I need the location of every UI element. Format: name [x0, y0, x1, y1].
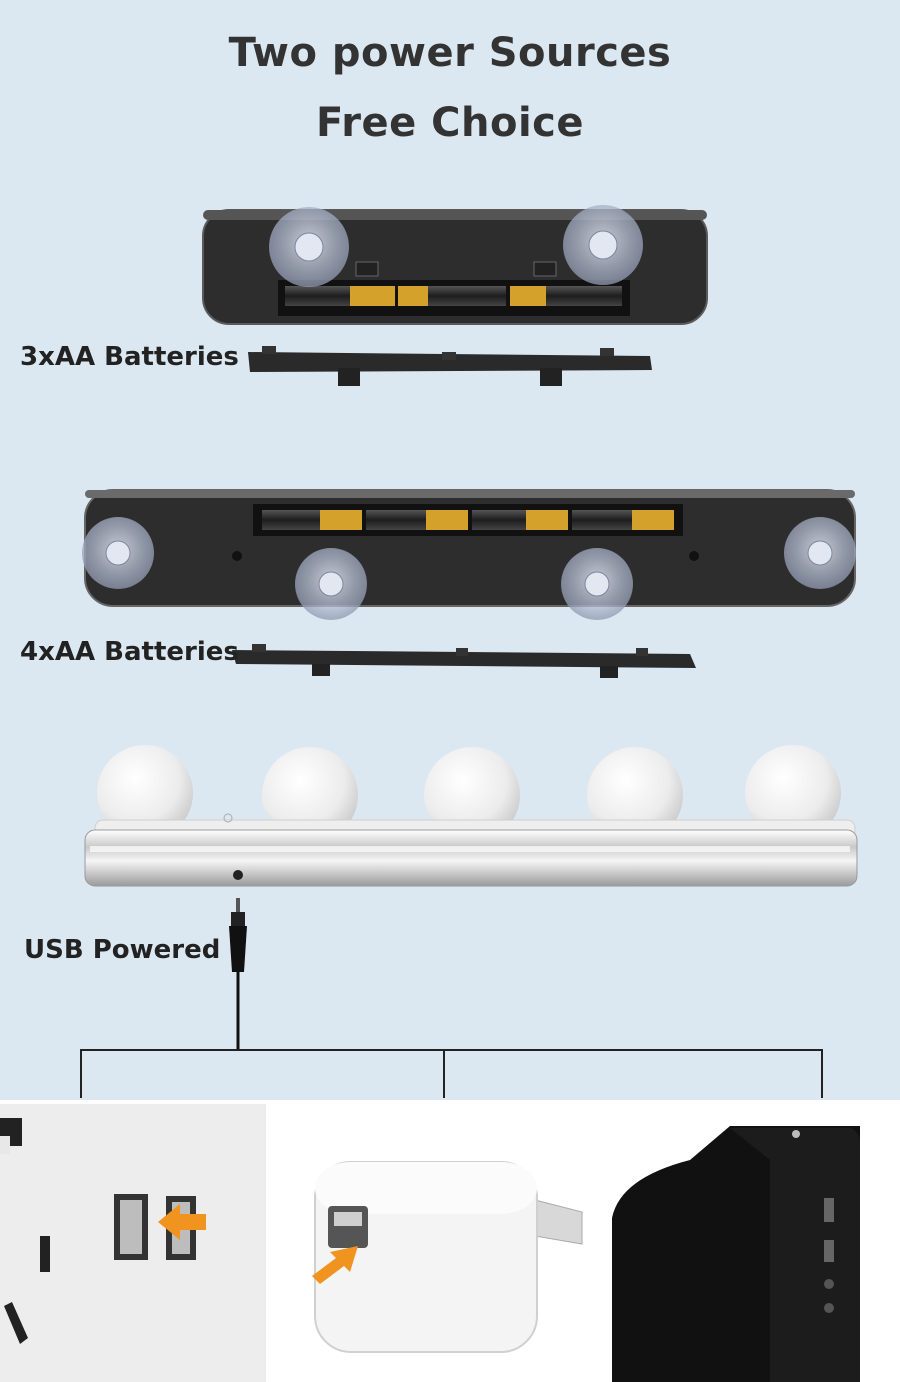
suction-cup-icon — [295, 548, 367, 620]
battery-cover-4aa — [232, 644, 696, 678]
arrow-icon — [158, 1204, 206, 1240]
bulb-icon — [262, 747, 358, 843]
led-bulb-bar — [84, 745, 858, 887]
bulb-icon — [745, 745, 841, 841]
suction-cup-icon — [563, 205, 643, 285]
usb-port-icon — [114, 1194, 148, 1260]
wall-socket-panel — [0, 1104, 266, 1382]
battery-icon — [285, 286, 395, 306]
label-usb-powered: USB Powered — [24, 935, 221, 965]
usb-port-icon — [824, 1198, 834, 1222]
arrow-icon — [312, 1246, 358, 1284]
label-3xaa-batteries: 3xAA Batteries — [20, 342, 239, 372]
device-4aa — [82, 489, 856, 620]
usb-port-icon — [824, 1240, 834, 1262]
device-3aa — [202, 205, 708, 325]
dc-port-icon — [233, 870, 243, 880]
battery-icon — [510, 286, 622, 306]
battery-icon — [398, 286, 506, 306]
headline-line2: Free Choice — [315, 100, 585, 146]
computer-panel — [594, 1104, 900, 1382]
usb-cable — [229, 898, 247, 1050]
battery-cover-3aa — [248, 346, 652, 386]
battery-icon — [472, 510, 568, 530]
bulb-icon — [424, 747, 520, 843]
label-4xaa-batteries: 4xAA Batteries — [20, 637, 239, 667]
suction-cup-icon — [82, 517, 154, 589]
suction-cup-icon — [269, 207, 349, 287]
bulb-icon — [587, 747, 683, 843]
usb-charger-panel — [282, 1104, 586, 1382]
bulb-icon — [97, 745, 193, 841]
suction-cup-icon — [561, 548, 633, 620]
headline-line1: Two power Sources — [228, 30, 672, 76]
usb-port-icon — [328, 1206, 368, 1248]
battery-icon — [366, 510, 468, 530]
connector-lines — [80, 1049, 823, 1098]
battery-icon — [262, 510, 362, 530]
suction-cup-icon — [784, 517, 856, 589]
battery-icon — [572, 510, 674, 530]
